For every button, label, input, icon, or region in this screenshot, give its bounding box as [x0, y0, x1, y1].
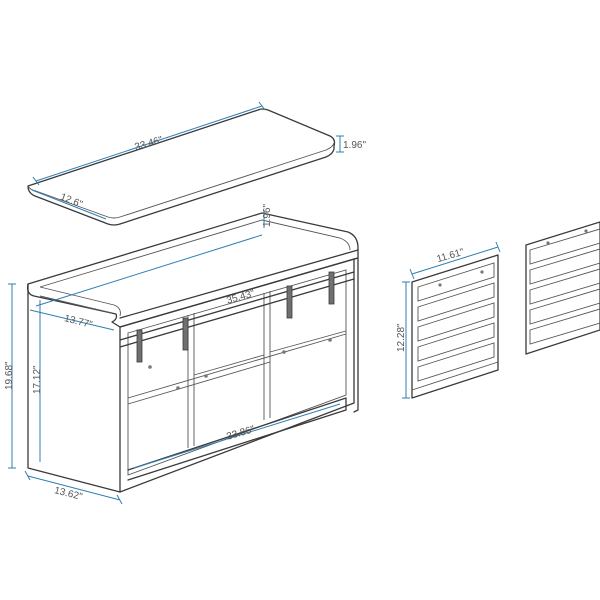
side-height-dimension: 17.12" — [32, 300, 43, 462]
sliding-door-left — [411, 254, 499, 399]
back-lip-height-dimension: 1.96" — [262, 204, 273, 228]
top-depth-dimension: 13.77" — [29, 309, 115, 331]
overall-height-dimension: 19.68" — [4, 283, 16, 469]
cushion-thickness-label: 1.96" — [343, 140, 366, 151]
door-width-dimension: 11.61" — [409, 241, 501, 280]
base-depth-label: 13.62" — [53, 485, 84, 503]
door-height-label: 12.28" — [396, 323, 407, 352]
cushion-depth-dimension: 12.6" — [31, 189, 107, 220]
cushion-thickness-dimension: 1.96" — [336, 135, 366, 153]
bottom-width-dimension: 33.86" — [133, 403, 341, 469]
overall-height-label: 19.68" — [4, 361, 15, 390]
cushion-depth-label: 12.6" — [58, 192, 84, 211]
door-height-dimension: 12.28" — [396, 281, 410, 399]
seat-cushion — [27, 108, 336, 226]
top-depth-label: 13.77" — [63, 313, 94, 331]
sliding-door-right — [525, 221, 600, 355]
back-lip-height-label: 1.96" — [262, 204, 273, 227]
barn-door-rail — [119, 271, 355, 348]
cushion-length-label: 33.46" — [134, 135, 165, 154]
base-depth-dimension: 13.62" — [24, 470, 123, 505]
door-hangers — [136, 271, 335, 363]
side-height-label: 17.12" — [32, 365, 43, 394]
top-width-label: 35.43" — [225, 288, 256, 307]
